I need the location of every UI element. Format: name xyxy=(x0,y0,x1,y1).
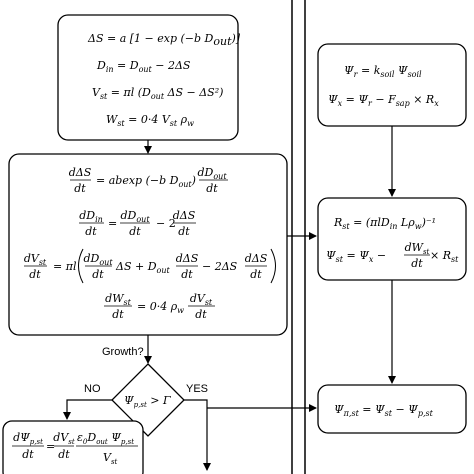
svg-text:− 2: − 2 xyxy=(156,217,176,230)
svg-text:dDout: dDout xyxy=(197,166,227,181)
svg-text:dDin: dDin xyxy=(79,209,103,224)
svg-text:= πl: = πl xyxy=(53,260,77,273)
decision-turgor-threshold: Ψp,st > Γ xyxy=(111,363,185,437)
box-turgor-rate: dΨp,st dt = dVst dt ε0Dout Ψp,st Vst xyxy=(2,420,144,474)
svg-text:Ψst = Ψx −: Ψst = Ψx − xyxy=(326,249,386,264)
svg-text:Ψπ,st = Ψst − Ψp,st: Ψπ,st = Ψst − Ψp,st xyxy=(334,403,434,418)
svg-text:Wst = 0·4 Vst ρw: Wst = 0·4 Vst ρw xyxy=(106,113,194,128)
svg-text:ε0Dout Ψp,st: ε0Dout Ψp,st xyxy=(77,431,134,446)
svg-text:dDout: dDout xyxy=(83,252,113,267)
box-stem-resistance: Rst = (πlDin Lρw)⁻¹ Ψst = Ψx − dWst dt ×… xyxy=(317,197,467,281)
svg-text:ΔS = a [1 − exp (−b Dout)]: ΔS = a [1 − exp (−b Dout)] xyxy=(87,32,241,48)
svg-text:Vst: Vst xyxy=(103,451,118,466)
yes-label: YES xyxy=(186,383,208,395)
svg-text:=: = xyxy=(46,440,55,453)
svg-text:=: = xyxy=(108,217,117,230)
svg-text:dt: dt xyxy=(92,268,104,281)
svg-text:ΔS + Dout: ΔS + Dout xyxy=(115,260,170,275)
svg-text:dWst: dWst xyxy=(405,241,430,256)
svg-text:Ψp,st > Γ: Ψp,st > Γ xyxy=(124,394,171,409)
no-label: NO xyxy=(84,383,101,395)
svg-text:Rst = (πlDin Lρw)⁻¹: Rst = (πlDin Lρw)⁻¹ xyxy=(333,216,436,231)
rate-eq-delta-s: dΔS dt = abexp (−b Dout) dDout dt xyxy=(69,166,228,195)
svg-text:dt: dt xyxy=(22,448,34,461)
svg-text:dVst: dVst xyxy=(53,431,75,446)
svg-text:Din = Dout − 2ΔS: Din = Dout − 2ΔS xyxy=(96,59,191,74)
svg-text:dt: dt xyxy=(58,448,70,461)
svg-text:dt: dt xyxy=(411,257,423,270)
svg-text:dΔS: dΔS xyxy=(176,252,199,265)
svg-text:Ψx = Ψr − Fsap × Rx: Ψx = Ψr − Fsap × Rx xyxy=(328,93,439,108)
arrow-yes-branch xyxy=(184,399,211,471)
svg-text:dΔS: dΔS xyxy=(69,166,92,179)
box-rates: dΔS dt = abexp (−b Dout) dDout dt dDin d… xyxy=(8,153,288,336)
svg-text:dt: dt xyxy=(129,225,141,238)
svg-text:dVst: dVst xyxy=(24,252,47,267)
box-osmotic-potential: Ψπ,st = Ψst − Ψp,st xyxy=(317,384,467,434)
svg-text:dΔS: dΔS xyxy=(245,252,268,265)
svg-text:dt: dt xyxy=(195,308,207,321)
svg-text:dt: dt xyxy=(181,268,193,281)
svg-text:= 0·4 ρw: = 0·4 ρw xyxy=(137,300,184,315)
svg-text:dt: dt xyxy=(206,182,218,195)
box-geometry: ΔS = a [1 − exp (−b Dout)] Din = Dout − … xyxy=(57,14,241,141)
svg-text:dDout: dDout xyxy=(120,209,150,224)
rate-eq-v-st: dVst dt = πl dDout dt ΔS + Dout dΔS dt −… xyxy=(24,248,276,284)
svg-text:× Rst: × Rst xyxy=(430,249,459,264)
svg-text:= abexp (−b Dout): = abexp (−b Dout) xyxy=(96,174,196,189)
arrow-no-branch xyxy=(63,399,112,420)
rate-eq-d-in: dDin dt = dDout dt − 2 dΔS dt xyxy=(79,209,196,238)
svg-text:dWst: dWst xyxy=(105,292,131,307)
svg-text:dt: dt xyxy=(74,182,86,195)
growth-label: Growth? xyxy=(102,346,144,358)
svg-text:Vst = πl (Dout ΔS − ΔS²): Vst = πl (Dout ΔS − ΔS²) xyxy=(92,86,223,101)
svg-text:dΔS: dΔS xyxy=(173,209,196,222)
svg-text:dVst: dVst xyxy=(190,292,213,307)
rate-eq-w-st: dWst dt = 0·4 ρw dVst dt xyxy=(104,292,215,321)
box-water-potential-root-xylem: Ψr = ksoil Ψsoil Ψx = Ψr − Fsap × Rx xyxy=(317,43,467,127)
svg-text:dt: dt xyxy=(112,308,124,321)
svg-text:dt: dt xyxy=(250,268,262,281)
svg-text:dΨp,st: dΨp,st xyxy=(13,431,43,446)
svg-text:Ψr = ksoil Ψsoil: Ψr = ksoil Ψsoil xyxy=(344,64,422,79)
svg-text:dt: dt xyxy=(178,225,190,238)
svg-text:dt: dt xyxy=(29,268,41,281)
svg-text:dt: dt xyxy=(85,225,97,238)
svg-text:− 2ΔS: − 2ΔS xyxy=(202,260,238,273)
